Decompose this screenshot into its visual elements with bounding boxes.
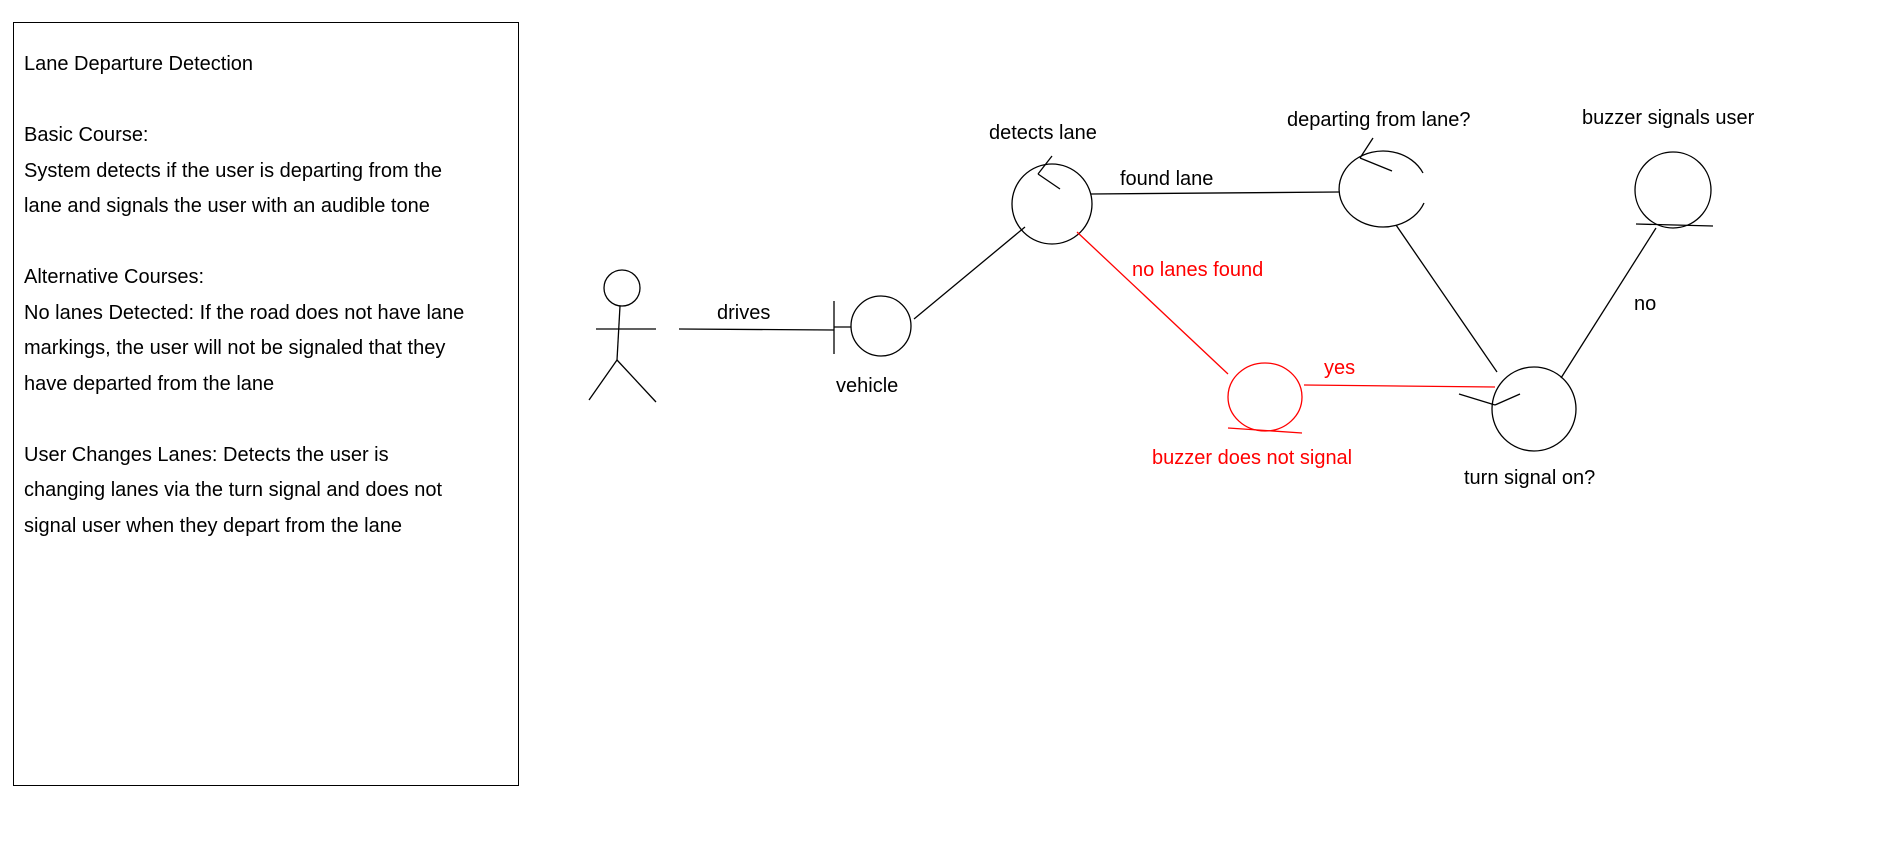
detects-lane-control	[1011, 155, 1093, 245]
edge-label-yes: yes	[1324, 357, 1355, 379]
node-label-buzzer-signals-user: buzzer signals user	[1582, 107, 1755, 129]
node-label-buzzer-does-not-signal: buzzer does not signal	[1152, 447, 1352, 469]
departing-from-lane-control	[1338, 137, 1425, 228]
alternative-courses-heading: Alternative Courses:	[24, 266, 205, 288]
alternative-courses-block: Alternative Courses: No lanes Detected: …	[24, 260, 518, 402]
edge-label-drives: drives	[717, 302, 770, 324]
basic-course-line: System detects if the user is departing …	[24, 159, 442, 182]
description-title: Lane Departure Detection	[24, 47, 518, 83]
edge-label-no: no	[1634, 293, 1656, 315]
node-label-departing-from-lane: departing from lane?	[1287, 109, 1470, 131]
edge-found-lane	[1090, 191, 1340, 195]
buzzer-signals-user-entity	[1634, 151, 1714, 229]
use-case-description-panel: Lane Departure Detection Basic Course: S…	[13, 22, 519, 786]
actor-stick-figure	[588, 269, 657, 403]
edge-drives	[678, 328, 835, 331]
edge-departing-turn-signal	[1395, 224, 1498, 373]
alt-course-2-line: User Changes Lanes: Detects the user is	[24, 443, 389, 466]
alt-course-2-line: changing lanes via the turn signal and d…	[24, 479, 443, 501]
basic-course-heading: Basic Course:	[24, 124, 149, 146]
node-label-vehicle: vehicle	[836, 375, 898, 397]
edge-label-found-lane: found lane	[1120, 168, 1213, 190]
title-text: Lane Departure Detection	[24, 53, 254, 75]
edge-no-lanes-found	[1076, 231, 1229, 375]
alternative-course-2-block: User Changes Lanes: Detects the user is …	[24, 438, 518, 545]
basic-course-block: Basic Course: System detects if the user…	[24, 118, 518, 225]
edge-yes	[1303, 384, 1496, 388]
alt-course-1-line: have departed from the lane	[24, 372, 275, 395]
buzzer-does-not-signal-entity	[1227, 362, 1303, 434]
vehicle-boundary-object	[833, 295, 912, 357]
edge-label-no-lanes-found: no lanes found	[1132, 259, 1263, 281]
turn-signal-control	[1458, 366, 1577, 452]
basic-course-line: lane and signals the user with an audibl…	[24, 195, 430, 217]
alt-course-2-line: signal user when they depart from the la…	[24, 514, 402, 537]
edge-vehicle-detects-lane	[913, 226, 1026, 320]
alt-course-1-line: No lanes Detected: If the road does not …	[24, 301, 465, 324]
edge-no	[1560, 227, 1657, 379]
node-label-detects-lane: detects lane	[989, 122, 1097, 144]
alt-course-1-line: markings, the user will not be signaled …	[24, 337, 446, 359]
node-label-turn-signal-on: turn signal on?	[1464, 467, 1595, 489]
